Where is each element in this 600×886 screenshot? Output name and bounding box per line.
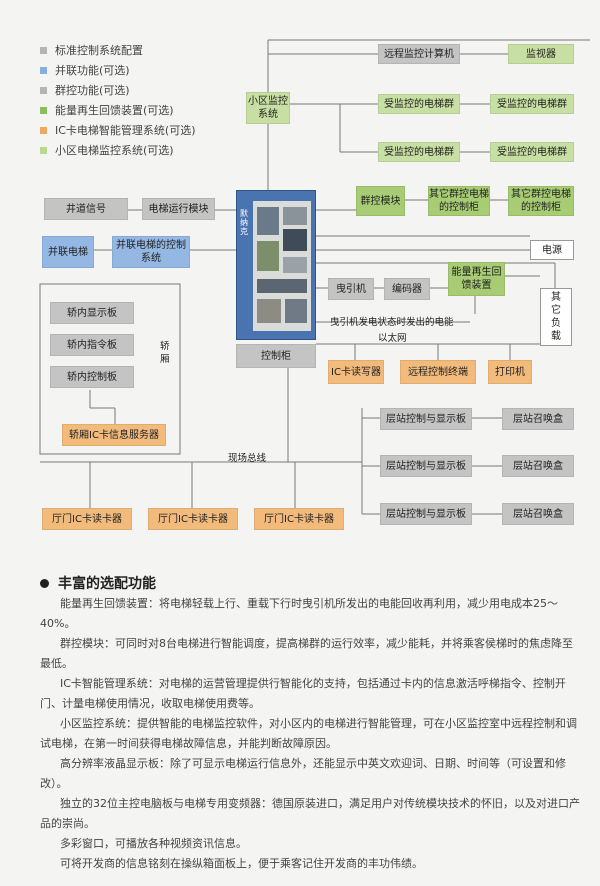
options-section: 丰富的选配功能 能量再生回馈装置：将电梯轻载上行、重载下行时曳引机所发出的电能回… bbox=[40, 572, 580, 874]
ethernet-label: 以太网 bbox=[378, 333, 407, 344]
connector-lines bbox=[39, 39, 590, 515]
legend-swatch bbox=[40, 106, 47, 114]
landing-control-board: 层站控制与显示板 bbox=[380, 455, 472, 477]
monitored-group-box: 受监控的电梯群 bbox=[490, 142, 574, 162]
regen-note-label: 曳引机发电状态时发出的电能 bbox=[330, 317, 454, 328]
cabinet-interior bbox=[253, 201, 311, 331]
paragraph: 群控模块：可同时对8台电梯进行智能调度，提高梯群的运行效率，减少能耗，并将乘客侯… bbox=[40, 637, 573, 670]
hall-ic-reader: 厅门IC卡读卡器 bbox=[42, 508, 132, 530]
car-ic-server-box: 轿厢IC卡信息服务器 bbox=[62, 424, 166, 446]
other-load-box: 其它负载 bbox=[540, 288, 572, 346]
legend: 标准控制系统配置 并联功能(可选) 群控功能(可选) 能量再生回馈装置(可选) … bbox=[40, 40, 196, 160]
hall-ic-reader: 厅门IC卡读卡器 bbox=[254, 508, 344, 530]
printer-box: 打印机 bbox=[488, 360, 532, 384]
encoder-box: 编码器 bbox=[384, 278, 430, 300]
legend-item: 群控功能(可选) bbox=[40, 80, 196, 100]
field-bus-label: 现场总线 bbox=[228, 453, 267, 464]
legend-swatch bbox=[40, 46, 47, 54]
paragraph: IC卡智能管理系统：对电梯的运营管理提供行智能化的支持，包括通过卡内的信息激活呼… bbox=[40, 677, 566, 710]
monitored-group-box: 受监控的电梯群 bbox=[378, 94, 460, 114]
parallel-elevator-box: 并联电梯 bbox=[42, 236, 94, 268]
landing-call-box: 层站召唤盒 bbox=[502, 503, 574, 525]
community-monitor-system: 小区监控系统 bbox=[246, 92, 290, 124]
legend-item: 并联功能(可选) bbox=[40, 60, 196, 80]
paragraph: 独立的32位主控电脑板与电梯专用变频器：德国原装进口，满足用户对传统模块技术的怀… bbox=[40, 797, 580, 830]
control-cabinet-image: 默纳克 bbox=[236, 190, 316, 340]
car-control-board: 轿内控制板 bbox=[50, 366, 134, 388]
legend-swatch bbox=[40, 66, 47, 74]
remote-monitor-computer: 远程监控计算机 bbox=[378, 44, 460, 64]
hoistway-signal-box: 井道信号 bbox=[44, 198, 128, 220]
paragraph: 可将开发商的信息铭刻在操纵箱面板上，便于乘客记住开发商的丰功伟绩。 bbox=[60, 857, 423, 870]
legend-item: 标准控制系统配置 bbox=[40, 40, 196, 60]
run-module-box: 电梯运行模块 bbox=[142, 198, 215, 220]
paragraph: 能量再生回馈装置：将电梯轻载上行、重载下行时曳引机所发出的电能回收再利用，减少用… bbox=[40, 597, 558, 630]
car-command-board: 轿内指令板 bbox=[50, 334, 134, 356]
cabinet-components bbox=[257, 207, 307, 323]
section-heading: 丰富的选配功能 bbox=[40, 572, 580, 594]
power-source-box: 电源 bbox=[530, 240, 574, 260]
energy-regen-box: 能量再生回馈装置 bbox=[448, 262, 505, 296]
group-control-module: 群控模块 bbox=[356, 186, 405, 216]
paragraph: 小区监控系统：提供智能的电梯监控软件，对小区内的电梯进行智能管理，可在小区监控室… bbox=[40, 717, 577, 750]
car-display-board: 轿内显示板 bbox=[50, 302, 134, 324]
bullet-icon bbox=[40, 578, 49, 588]
remote-terminal-box: 远程控制终端 bbox=[400, 360, 476, 384]
car-label: 轿厢 bbox=[160, 341, 170, 365]
hall-ic-reader: 厅门IC卡读卡器 bbox=[148, 508, 238, 530]
control-cabinet-label: 控制柜 bbox=[236, 344, 316, 368]
traction-machine-box: 曳引机 bbox=[328, 278, 374, 300]
legend-swatch bbox=[40, 126, 47, 134]
landing-control-board: 层站控制与显示板 bbox=[380, 503, 472, 525]
cabinet-brand-label: 默纳克 bbox=[240, 209, 248, 236]
legend-swatch bbox=[40, 146, 47, 154]
monitor-box: 监视器 bbox=[508, 44, 574, 64]
paragraph: 高分辨率液晶显示板：除了可显示电梯运行信息外，还能显示中英文欢迎词、日期、时间等… bbox=[40, 757, 566, 790]
landing-call-box: 层站召唤盒 bbox=[502, 408, 574, 430]
paragraph: 多彩窗口，可播放各种视频资讯信息。 bbox=[60, 837, 247, 850]
other-group-cabinet: 其它群控电梯的控制柜 bbox=[508, 186, 574, 216]
legend-item: IC卡电梯智能管理系统(可选) bbox=[40, 120, 196, 140]
legend-swatch bbox=[40, 86, 47, 94]
landing-control-board: 层站控制与显示板 bbox=[380, 408, 472, 430]
ic-writer-box: IC卡读写器 bbox=[328, 360, 384, 384]
other-group-cabinet: 其它群控电梯的控制柜 bbox=[428, 186, 490, 216]
monitored-group-box: 受监控的电梯群 bbox=[378, 142, 460, 162]
parallel-control-box: 并联电梯的控制系统 bbox=[112, 236, 190, 268]
legend-item: 小区电梯监控系统(可选) bbox=[40, 140, 196, 160]
legend-item: 能量再生回馈装置(可选) bbox=[40, 100, 196, 120]
monitored-group-box: 受监控的电梯群 bbox=[490, 94, 574, 114]
landing-call-box: 层站召唤盒 bbox=[502, 455, 574, 477]
